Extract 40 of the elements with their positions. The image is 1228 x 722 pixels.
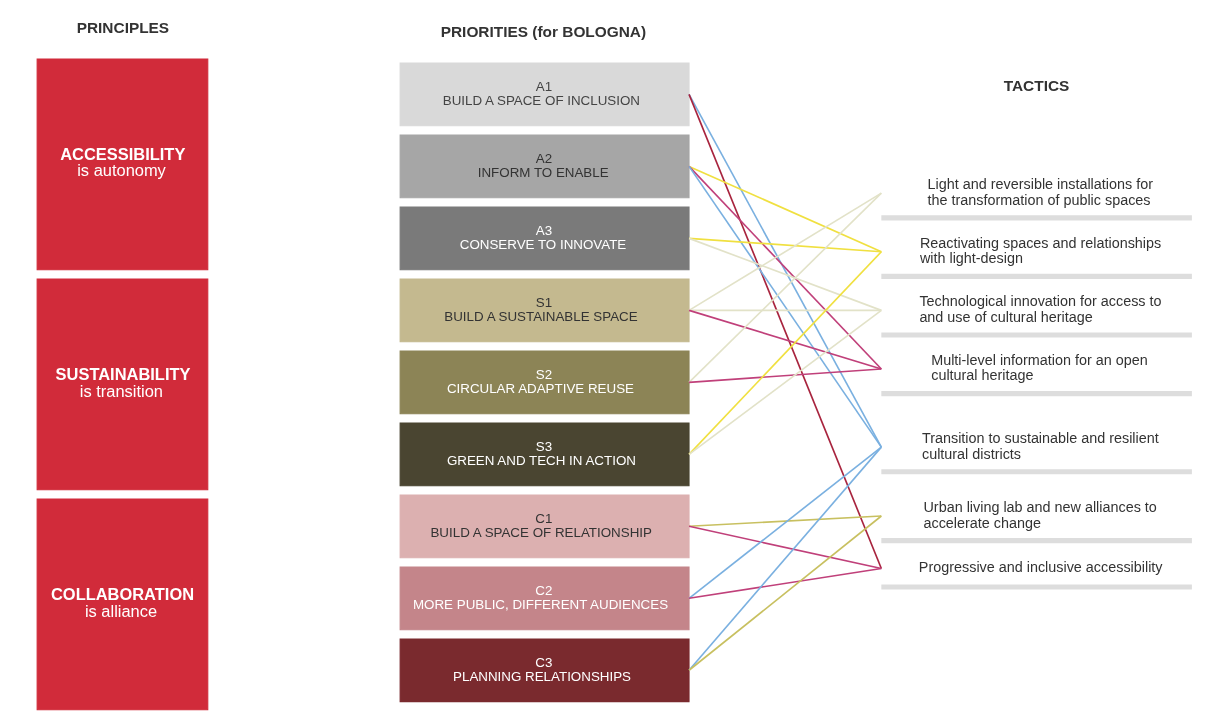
- node-box: S2 CIRCULAR ADAPTIVE REUSE: [399, 350, 690, 415]
- node-text: Transition to sustainable and resilient cultural districts: [921, 430, 1159, 462]
- label: PRINCIPLES: [76, 19, 169, 37]
- connector: [687, 309, 882, 456]
- node-box: SUSTAINABILITY is transition: [36, 278, 208, 491]
- connector: [687, 446, 882, 600]
- node-box: COLLABORATION is alliance: [36, 498, 208, 711]
- connector: [687, 165, 882, 253]
- node-box: C3 PLANNING RELATIONSHIPS: [399, 638, 690, 703]
- node-text: Light and reversible installations for the transformation of public spaces: [927, 176, 1153, 208]
- label: TACTICS: [1003, 76, 1069, 94]
- connector: [687, 192, 882, 312]
- connector: [687, 93, 882, 448]
- connector: [687, 93, 882, 570]
- connector: [687, 368, 882, 384]
- node-box: S3 GREEN AND TECH IN ACTION: [399, 422, 690, 487]
- connector: [687, 515, 882, 528]
- node-text: Progressive and inclusive accessibility: [918, 559, 1163, 576]
- node-box: A1 BUILD A SPACE OF INCLUSION: [399, 62, 690, 127]
- connector: [687, 237, 882, 312]
- node-box: A2 INFORM TO ENABLE: [399, 134, 690, 199]
- connector: [687, 525, 882, 570]
- node-box: C1 BUILD A SPACE OF RELATIONSHIP: [399, 494, 690, 559]
- node-text: Urban living lab and new alliances to accelerate change: [923, 499, 1157, 531]
- node-box: A3 CONSERVE TO INNOVATE: [399, 206, 690, 271]
- node-box: S1 BUILD A SUSTAINABLE SPACE: [399, 278, 690, 343]
- connector: [687, 165, 882, 448]
- connector: [687, 192, 882, 384]
- node-text: Technological innovation for access to and use of cultural heritage: [918, 293, 1162, 325]
- node-text: Reactivating spaces and relationships with light-design: [919, 234, 1161, 267]
- connector: [687, 165, 882, 370]
- connector: [687, 567, 882, 600]
- connector: [687, 309, 882, 370]
- node-box: C2 MORE PUBLIC, DIFFERENT AUDIENCES: [399, 566, 690, 631]
- connector: [687, 250, 882, 456]
- node-text: Multi-level information for an open cultural heritage: [930, 352, 1148, 384]
- label: PRIORITIES (for BOLOGNA): [440, 23, 646, 41]
- node-box: ACCESSIBILITY is autonomy: [36, 58, 208, 271]
- connector: [687, 446, 882, 672]
- connector: [687, 515, 882, 672]
